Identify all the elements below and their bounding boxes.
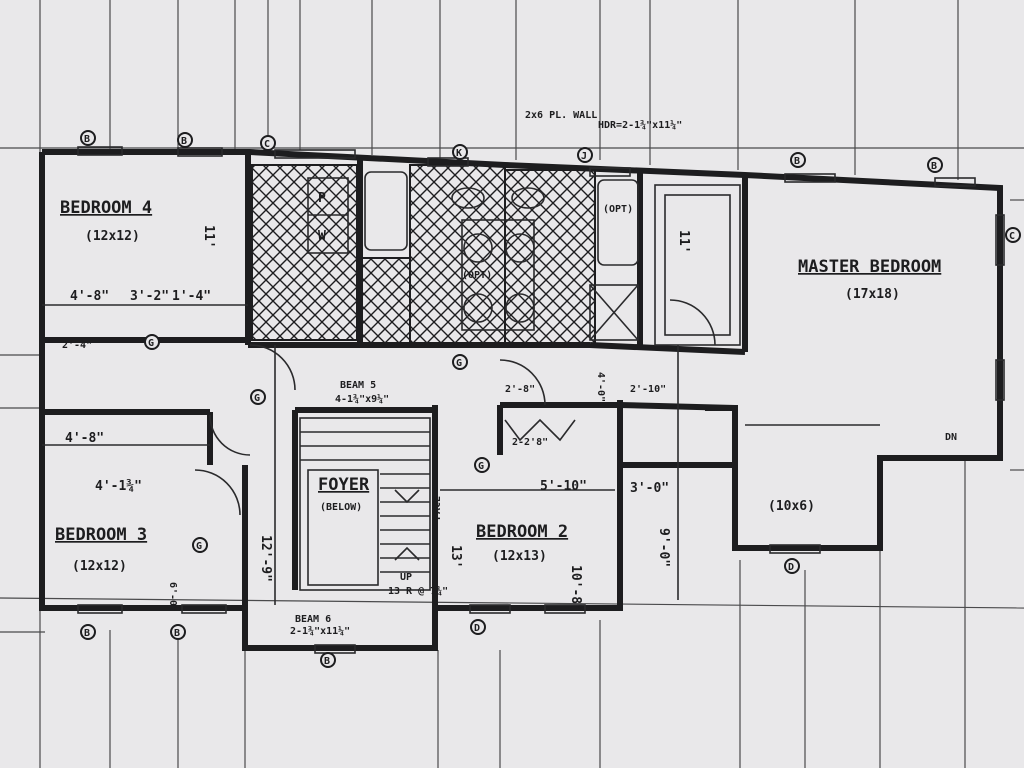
- tag-marker: C: [260, 135, 276, 151]
- svg-text:B: B: [84, 628, 90, 639]
- svg-text:D: D: [474, 623, 480, 634]
- beam-6-label: BEAM 6: [295, 614, 331, 625]
- dim-3-0: 3'-0": [630, 481, 669, 496]
- room-sub-foyer: (BELOW): [320, 502, 362, 513]
- dim-13: 13': [448, 545, 463, 568]
- pantry-label: P: [318, 191, 326, 206]
- room-name-bedroom-3: BEDROOM 3: [55, 525, 147, 545]
- tag-marker: G: [250, 389, 266, 405]
- svg-text:G: G: [254, 393, 260, 404]
- reference-tags: B B C K J B B G G G G B B B D G C D: [80, 130, 1021, 668]
- down-label: DN: [945, 432, 957, 443]
- tag-marker: B: [80, 624, 96, 640]
- dim-11-bed4: 11': [201, 225, 216, 248]
- svg-text:B: B: [794, 156, 800, 167]
- svg-text:B: B: [181, 136, 187, 147]
- room-size-bedroom-3: (12x12): [72, 559, 127, 574]
- tag-marker: G: [474, 457, 490, 473]
- face-note: FACE: [432, 496, 443, 520]
- dim-4-1-3-4: 4'-1¾": [95, 479, 142, 494]
- tag-marker: G: [452, 354, 468, 370]
- room-name-bedroom-4: BEDROOM 4: [60, 198, 152, 218]
- tag-marker: K: [452, 144, 468, 160]
- svg-text:D: D: [788, 562, 794, 573]
- room-size-closet: (10x6): [768, 499, 815, 514]
- room-name-master-bedroom: MASTER BEDROOM: [798, 257, 941, 277]
- svg-text:G: G: [196, 541, 202, 552]
- dim-2-8: 2'-8": [505, 384, 535, 395]
- dim-4-8-bottom: 4'-8": [65, 431, 104, 446]
- stair-treads: [299, 417, 431, 591]
- wall-note: 2x6 PL. WALL: [525, 110, 597, 121]
- dim-11-master: 11': [676, 230, 691, 253]
- dim-1-4: 1'-4": [172, 289, 211, 304]
- dim-12-9: 12'-9": [258, 535, 273, 582]
- opt-tub-label: (OPT): [603, 204, 633, 215]
- tag-marker: B: [80, 130, 96, 146]
- room-size-bedroom-4: (12x12): [85, 229, 140, 244]
- tag-marker: J: [577, 147, 593, 163]
- opt-sink-label: (OPT): [462, 270, 492, 281]
- stair-risers-label: 13 R @ 7¾": [388, 585, 448, 597]
- stair-up-label: UP: [400, 572, 412, 583]
- svg-text:B: B: [931, 161, 937, 172]
- tag-marker: B: [320, 652, 336, 668]
- beam-5-label: BEAM 5: [340, 380, 376, 391]
- beam-6-spec: 2-1¾"x11¼": [290, 625, 350, 637]
- tag-marker: B: [927, 157, 943, 173]
- svg-text:B: B: [174, 628, 180, 639]
- svg-text:B: B: [324, 656, 330, 667]
- tag-marker: C: [1005, 227, 1021, 243]
- door-pair-label: 2-2'8": [512, 437, 548, 448]
- dim-2-10: 2'-10": [630, 384, 666, 395]
- room-size-bedroom-2: (12x13): [492, 549, 547, 564]
- svg-text:G: G: [148, 338, 154, 349]
- svg-text:B: B: [84, 134, 90, 145]
- washer-label: W: [318, 229, 326, 244]
- fixtures: [42, 146, 1005, 654]
- annotations: 2x6 PL. WALL HDR=2-1¾"x11¼" BEAM 5 4-1¾"…: [62, 110, 957, 637]
- tag-marker: G: [192, 537, 208, 553]
- dim-10-8: 10'-8": [568, 565, 583, 612]
- tag-marker: D: [470, 619, 486, 635]
- tag-marker: B: [177, 132, 193, 148]
- dim-9-0: 9'-0": [656, 528, 671, 567]
- room-labels: BEDROOM 4 (12x12) BEDROOM 3 (12x12) BEDR…: [55, 198, 941, 574]
- tag-marker: B: [170, 624, 186, 640]
- tag-marker: D: [784, 558, 800, 574]
- dim-6-0: 6'-0": [167, 582, 178, 612]
- svg-text:C: C: [1009, 231, 1015, 242]
- room-name-bedroom-2: BEDROOM 2: [476, 522, 568, 542]
- room-name-foyer: FOYER: [318, 475, 370, 495]
- dim-3-2: 3'-2": [130, 289, 169, 304]
- dim-4-0: 4'-0": [595, 372, 606, 402]
- room-size-master-bedroom: (17x18): [845, 287, 900, 302]
- svg-text:G: G: [456, 358, 462, 369]
- tag-marker: G: [144, 334, 160, 350]
- svg-text:C: C: [264, 139, 270, 150]
- header-note: HDR=2-1¾"x11¼": [598, 119, 682, 131]
- svg-text:K: K: [456, 148, 462, 159]
- tag-marker: B: [790, 152, 806, 168]
- beam-5-spec: 4-1¾"x9¼": [335, 393, 389, 405]
- dim-2-4: 2'-4": [62, 340, 92, 351]
- svg-text:G: G: [478, 461, 484, 472]
- bath-hatching: [251, 164, 596, 346]
- svg-text:J: J: [581, 151, 587, 162]
- dim-4-8-top: 4'-8": [70, 289, 109, 304]
- dim-5-10: 5'-10": [540, 479, 587, 494]
